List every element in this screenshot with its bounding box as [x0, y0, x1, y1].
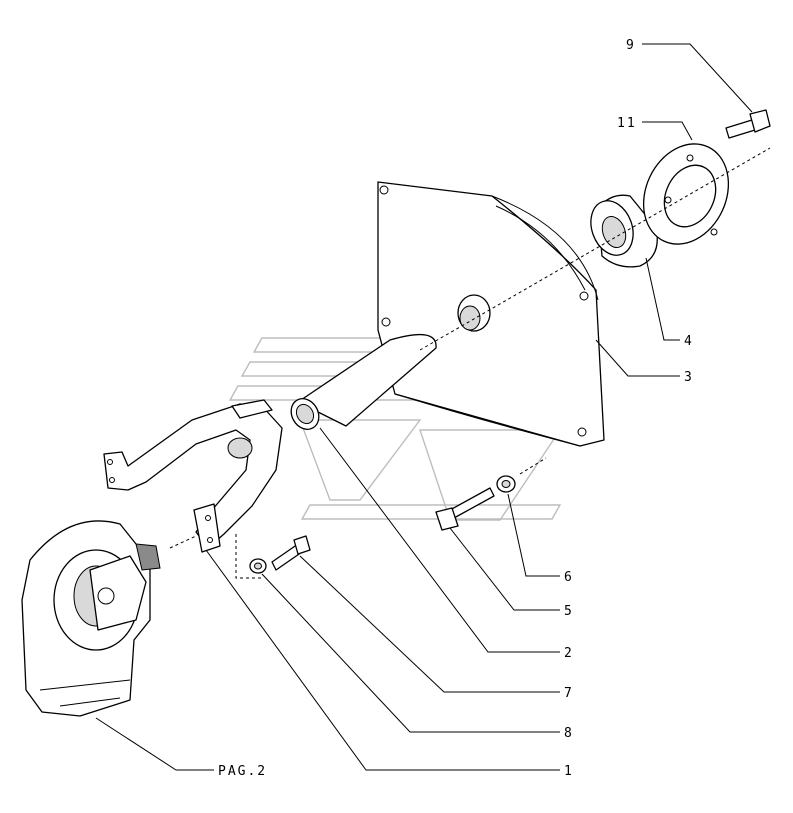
leader-lines	[95, 43, 753, 771]
callout-11: 11	[617, 116, 637, 131]
assembly-line-1	[235, 534, 262, 579]
callout-8: 8	[564, 726, 574, 741]
lever-part-1	[103, 399, 283, 553]
callout-2: 2	[564, 646, 574, 661]
nut-part-8	[249, 558, 267, 574]
callout-3: 3	[684, 370, 694, 385]
bushing-part-4	[590, 194, 658, 268]
callout-6: 6	[564, 570, 574, 585]
bolt-part-5	[435, 487, 495, 531]
callout-4: 4	[684, 334, 694, 349]
bolt-part-7	[271, 535, 311, 571]
assembly-line-3	[519, 457, 547, 475]
nut-part-6	[496, 475, 516, 493]
bolt-part-9	[725, 109, 771, 139]
callout-pag2: PAG.2	[218, 764, 267, 779]
callout-1: 1	[564, 764, 574, 779]
flange-part-11	[642, 143, 730, 245]
shaft-part-2	[290, 333, 437, 430]
callout-5: 5	[564, 604, 574, 619]
cover-plate-part-3	[377, 181, 605, 447]
center-axis	[419, 147, 771, 351]
callout-7: 7	[564, 686, 574, 701]
callout-9: 9	[626, 38, 636, 53]
assembly-line-2	[169, 535, 197, 549]
support-bracket	[21, 520, 161, 717]
